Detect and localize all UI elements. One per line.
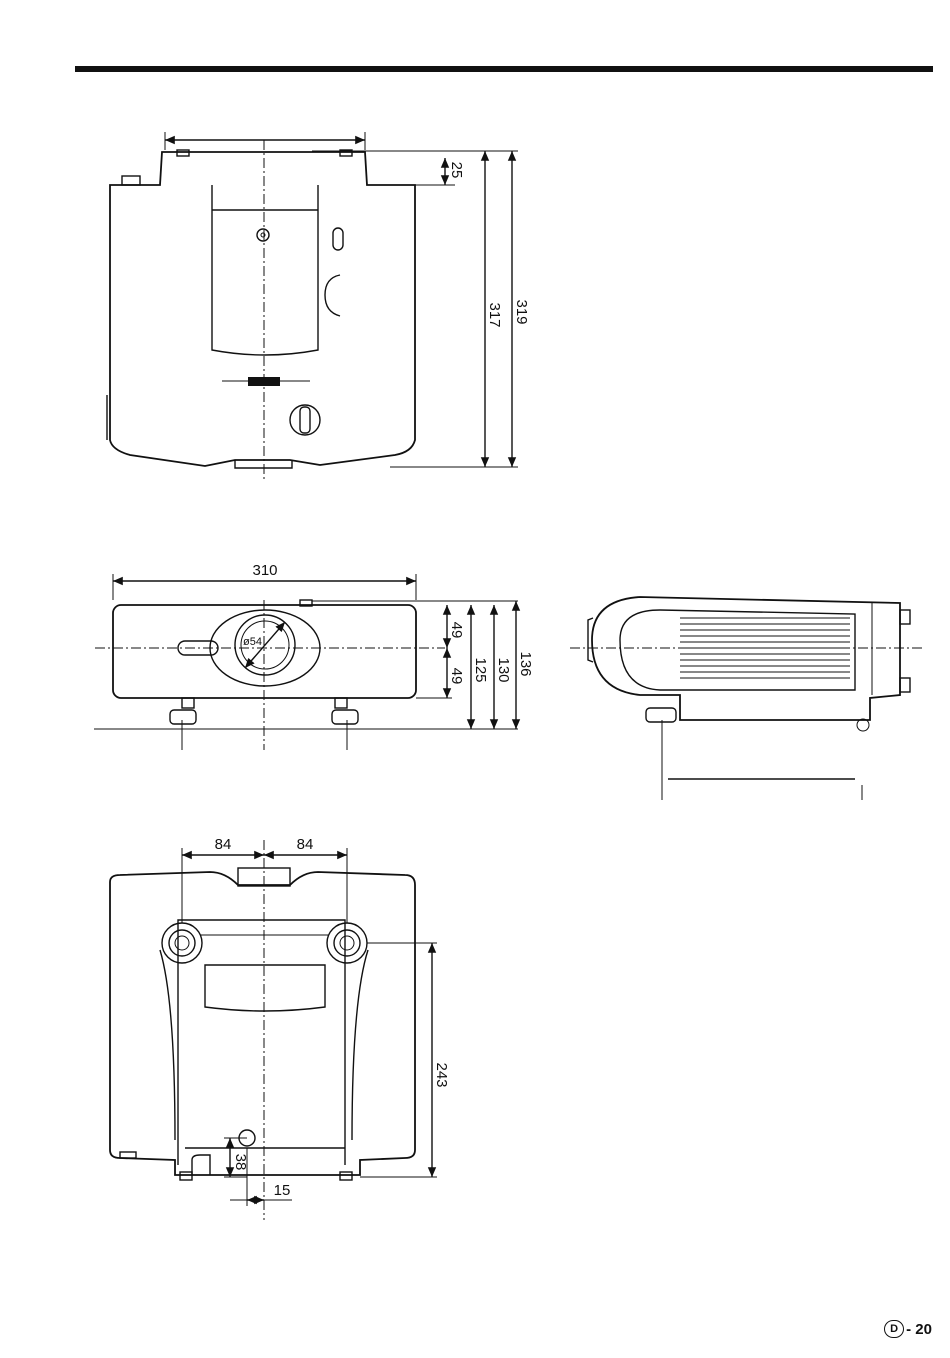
- dim-38-label: 38: [232, 1154, 249, 1171]
- bottom-view: 84 84 243 38 15: [110, 836, 450, 1220]
- language-marker: D: [884, 1320, 904, 1338]
- side-view: [570, 597, 925, 800]
- dim-84-left-label: 84: [215, 836, 232, 853]
- dim-15-label: 15: [274, 1182, 291, 1199]
- dim-49-lower-label: 49: [448, 668, 465, 685]
- dim-130-label: 130: [495, 657, 512, 682]
- dim-317-label: 317: [486, 302, 503, 327]
- dim-310-label: 310: [252, 562, 277, 579]
- dim-125-label: 125: [472, 657, 489, 682]
- dim-49-upper-label: 49: [448, 622, 465, 639]
- dim-136-label: 136: [517, 651, 534, 676]
- dim-25-label: 25: [448, 162, 465, 179]
- dim-84-right-label: 84: [297, 836, 314, 853]
- lens-dim-label: ø54: [243, 636, 262, 648]
- dim-319-label: 319: [513, 299, 530, 324]
- top-view: 25 317 319: [107, 132, 530, 480]
- page-number-text: - 20: [906, 1321, 932, 1338]
- dim-243-label: 243: [433, 1062, 450, 1087]
- front-view: ø54 310 49 49 125 130 136: [94, 562, 534, 750]
- page-number: D - 20: [884, 1320, 932, 1338]
